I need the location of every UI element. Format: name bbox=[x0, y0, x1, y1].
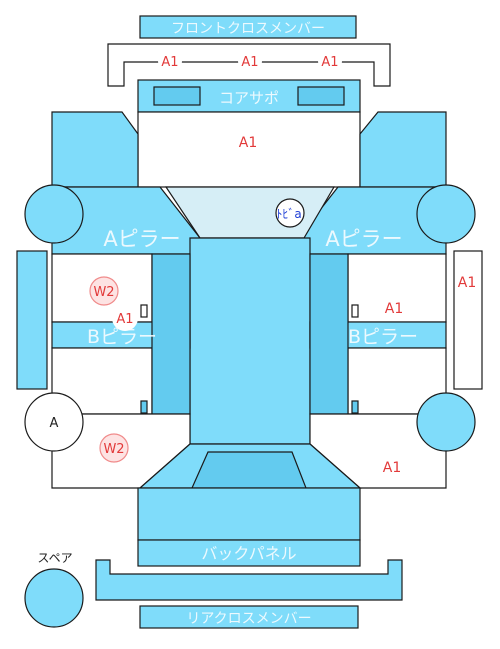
mark-left-front-w2: W2 bbox=[93, 285, 114, 300]
right-front-tire[interactable] bbox=[416, 184, 476, 244]
right-rear-handle bbox=[351, 400, 359, 414]
rear-cross-member-label: リアクロスメンバー bbox=[186, 611, 311, 627]
mark-left-front-a1: A1 bbox=[116, 312, 133, 327]
front-bumper-bracket[interactable] bbox=[107, 43, 391, 87]
spare-label: スペア bbox=[37, 551, 72, 565]
left-rear-tire[interactable] bbox=[24, 392, 84, 452]
left-b-a1-badge bbox=[112, 305, 138, 331]
mark-hood: A1 bbox=[239, 135, 257, 151]
rear-window-inner bbox=[191, 451, 307, 489]
mark-windshield: ﾄﾋﾞa bbox=[276, 207, 301, 221]
left-rear-w2-circle bbox=[99, 433, 129, 463]
mark-right-front-door: A1 bbox=[385, 301, 403, 317]
right-rear-tire[interactable] bbox=[416, 392, 476, 452]
windshield-mark-circle bbox=[275, 198, 305, 228]
roof[interactable] bbox=[189, 237, 311, 445]
b-pillar-left-label: Bピラー bbox=[87, 326, 157, 348]
mark-front-member-1: A1 bbox=[161, 55, 178, 70]
right-front-handle bbox=[351, 304, 359, 318]
a-pillar-right-label: Aピラー bbox=[325, 227, 402, 251]
left-front-fender[interactable] bbox=[51, 111, 139, 188]
front-mark-badge-2 bbox=[238, 49, 262, 73]
mark-front-member-2: A1 bbox=[241, 55, 258, 70]
left-door-sill[interactable] bbox=[151, 253, 191, 415]
rear-bumper-bracket[interactable] bbox=[95, 559, 403, 601]
mark-front-member-3: A1 bbox=[321, 55, 338, 70]
left-rear-handle bbox=[140, 400, 148, 414]
core-support-label: コアサポ bbox=[219, 89, 279, 107]
rear-cross-member[interactable] bbox=[139, 605, 359, 629]
front-mark-badge-3 bbox=[318, 49, 342, 73]
core-support-left-slot bbox=[153, 86, 201, 106]
mark-right-rear: A1 bbox=[383, 460, 401, 476]
mark-left-rear-tire: A bbox=[50, 416, 59, 431]
left-front-tire[interactable] bbox=[24, 184, 84, 244]
front-mark-badge-1 bbox=[158, 49, 182, 73]
right-outer-sill[interactable] bbox=[453, 250, 483, 390]
left-front-handle bbox=[140, 304, 148, 318]
b-pillar-right-label: Bピラー bbox=[348, 326, 418, 348]
right-door-sill[interactable] bbox=[309, 253, 349, 415]
left-front-w2-circle bbox=[89, 276, 119, 306]
mark-right-outer: A1 bbox=[458, 275, 476, 291]
front-cross-member[interactable] bbox=[139, 15, 357, 39]
core-support-right-slot bbox=[297, 86, 345, 106]
right-front-fender[interactable] bbox=[359, 111, 447, 188]
spare-tire[interactable] bbox=[24, 568, 84, 628]
a-pillar-left-label: Aピラー bbox=[103, 227, 180, 251]
back-panel-upper[interactable] bbox=[137, 487, 361, 541]
back-panel[interactable] bbox=[137, 539, 361, 567]
back-panel-label: バックパネル bbox=[201, 544, 296, 563]
mark-left-rear-w2: W2 bbox=[103, 442, 124, 457]
front-cross-member-label: フロントクロスメンバー bbox=[171, 21, 325, 37]
left-outer-sill[interactable] bbox=[16, 250, 48, 390]
